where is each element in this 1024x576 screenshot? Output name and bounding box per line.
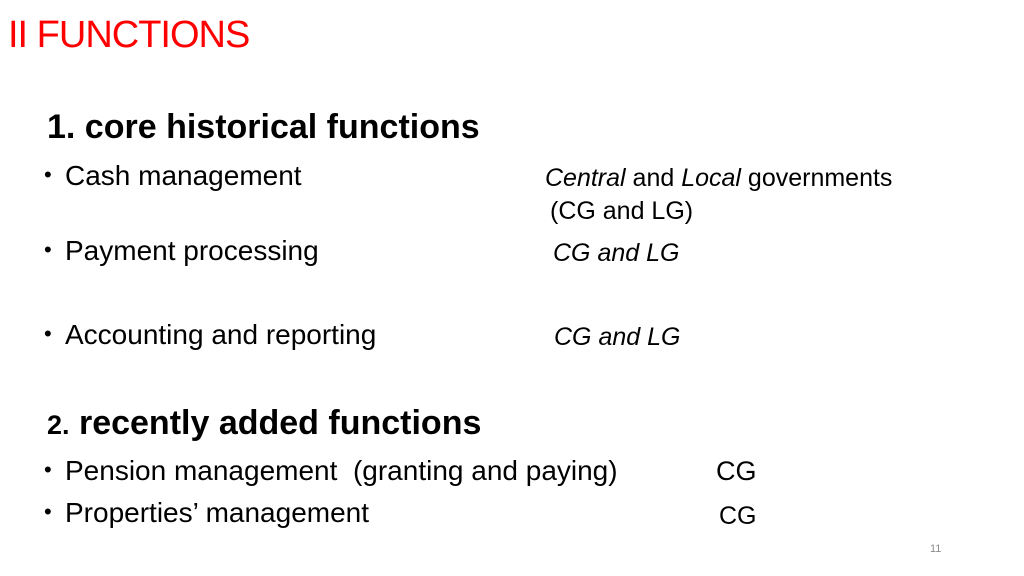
- bullet-payment-processing: • Payment processing: [44, 235, 319, 267]
- bullet-cash-management: • Cash management: [44, 160, 302, 192]
- note-pension-management: CG: [716, 456, 757, 486]
- bullet-dot: •: [44, 457, 52, 482]
- bullet-label: Cash management: [65, 160, 302, 191]
- section-number: 2.: [47, 410, 70, 440]
- bullet-label: Payment processing: [65, 235, 319, 266]
- section-heading-core: 1. core historical functions: [47, 108, 480, 146]
- note-cash-management: Central and Local governments: [545, 164, 892, 193]
- note-central: Central: [545, 164, 626, 192]
- bullet-label: Accounting and reporting: [65, 319, 377, 350]
- note-accounting-reporting: CG and LG: [554, 323, 681, 351]
- bullet-dot: •: [44, 321, 52, 346]
- bullet-label: Properties’ management: [65, 497, 370, 528]
- note-cash-management-line2: (CG and LG): [550, 197, 694, 225]
- bullet-dot: •: [44, 499, 52, 524]
- slide-title: II FUNCTIONS: [8, 14, 250, 56]
- page-number: 11: [930, 543, 942, 555]
- bullet-pension-management: • Pension management (granting and paying…: [44, 455, 618, 487]
- bullet-dot: •: [44, 237, 52, 262]
- bullet-dot: •: [44, 162, 52, 187]
- note-governments: governments: [740, 164, 893, 192]
- section-heading-text: recently added functions: [69, 404, 482, 442]
- note-payment-processing: CG and LG: [553, 239, 680, 267]
- bullet-accounting-reporting: • Accounting and reporting: [44, 319, 376, 351]
- section-heading-recent: 2. recently added functions: [47, 404, 481, 443]
- note-properties-management: CG: [719, 502, 757, 530]
- bullet-properties-management: • Properties’ management: [44, 497, 369, 529]
- bullet-label: Pension management (granting and paying): [65, 455, 618, 486]
- note-local: Local: [681, 164, 741, 192]
- note-and: and: [625, 164, 682, 192]
